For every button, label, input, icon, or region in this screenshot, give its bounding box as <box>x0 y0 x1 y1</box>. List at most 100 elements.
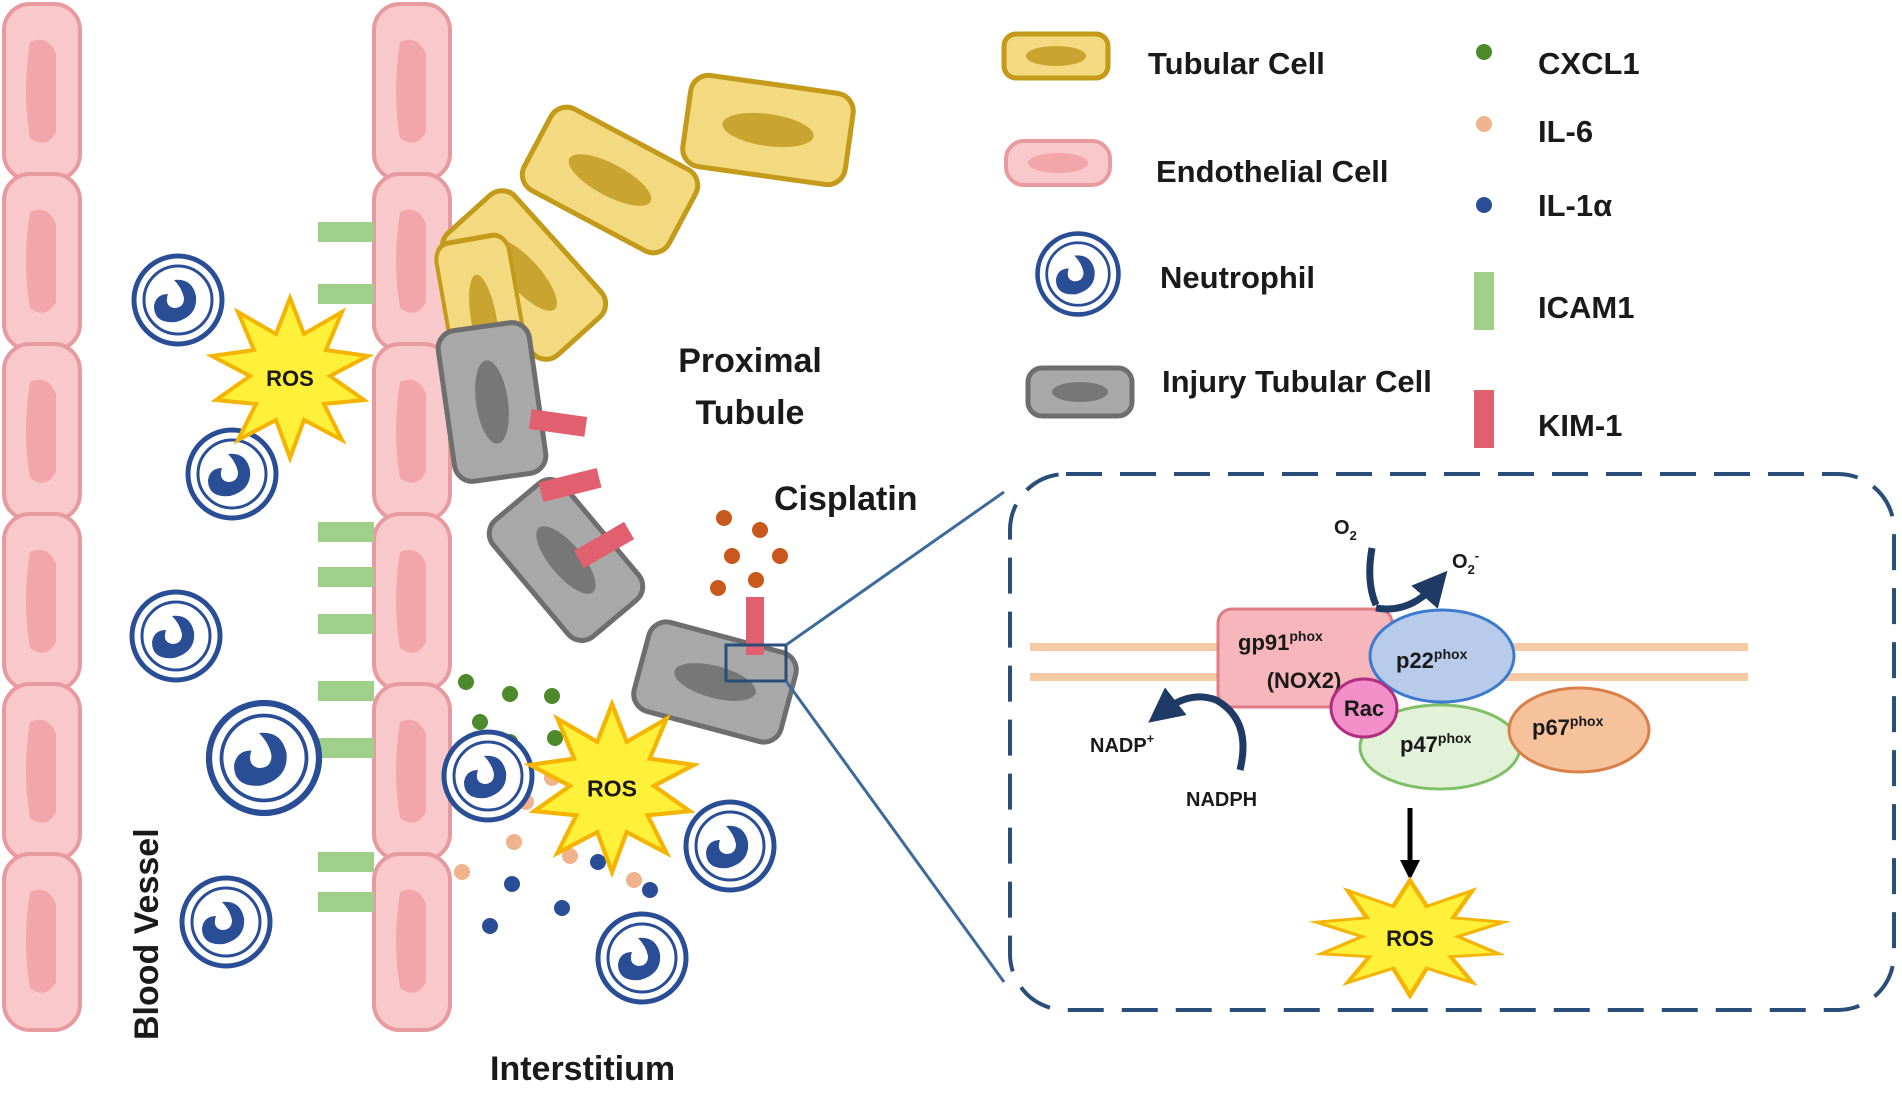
legend-injury-tubular-cell: Injury Tubular Cell <box>1162 364 1432 399</box>
legend-il6: IL-6 <box>1538 114 1593 149</box>
il6-dot <box>454 864 470 880</box>
legend-neutrophil: Neutrophil <box>1160 260 1315 295</box>
kim1-marker <box>573 521 635 569</box>
cxcl1-dot <box>472 714 488 730</box>
nadph-label: NADPH <box>1186 789 1257 811</box>
legend-il1a: IL-1α <box>1538 188 1612 223</box>
superoxide-label: O2- <box>1452 548 1479 577</box>
vessel-wall-right <box>372 2 452 1032</box>
endothelial-cell <box>2 172 82 352</box>
neutrophil <box>598 914 686 1002</box>
ros-label: ROS <box>587 775 637 801</box>
blood-vessel-label: Blood Vessel <box>128 828 166 1040</box>
p67-label: p67phox <box>1532 713 1604 740</box>
inset-frame <box>1008 472 1896 1012</box>
neutrophil <box>134 256 222 344</box>
neutrophil <box>182 878 270 966</box>
zoom-connector <box>784 680 1006 983</box>
legend-icam1: ICAM1 <box>1538 290 1634 325</box>
legend-endothelial-cell-swatch <box>1004 139 1112 187</box>
legend-cxcl1-swatch <box>1476 44 1492 60</box>
cxcl1-dot <box>544 688 560 704</box>
endothelial-cell <box>372 512 452 692</box>
zoom-box <box>724 643 788 683</box>
icam1-marker <box>318 222 374 242</box>
p47-label: p47phox <box>1400 730 1472 757</box>
injury-tubular-cell <box>436 320 548 483</box>
cxcl1-dot <box>547 730 563 746</box>
cisplatin-label: Cisplatin <box>774 480 918 518</box>
icam1-marker <box>318 892 374 912</box>
icam1-marker <box>318 614 374 634</box>
legend-il6-swatch <box>1476 116 1492 132</box>
icam1-markers <box>318 222 374 912</box>
legend-kim1-swatch <box>1474 390 1494 448</box>
il1a-dot <box>642 882 658 898</box>
icam1-marker <box>318 852 374 872</box>
nadph-arrow <box>1148 687 1247 771</box>
endothelial-cell <box>2 2 82 182</box>
cisplatin-dot <box>752 522 768 538</box>
il6-dot <box>626 872 642 888</box>
nadp-label: NADP+ <box>1090 731 1155 757</box>
rac <box>1329 677 1399 739</box>
legend-cxcl1: CXCL1 <box>1538 46 1640 81</box>
kim1-marker <box>538 468 602 502</box>
o2-out-arrow <box>1375 570 1448 613</box>
p22-label: p22phox <box>1396 646 1468 673</box>
legend-tubular-cell-swatch <box>1001 31 1111 81</box>
zoom-connector <box>785 490 1005 647</box>
il1a-dot <box>504 876 520 892</box>
ros-arrow-head <box>1400 860 1420 880</box>
legend-tubular-cell: Tubular Cell <box>1148 46 1325 81</box>
kim1-marker <box>746 597 764 655</box>
gp91-label: gp91phox <box>1238 628 1323 655</box>
p22phox <box>1368 608 1516 704</box>
rac-label: Rac <box>1344 696 1384 721</box>
p67phox <box>1507 686 1651 774</box>
icam1-marker <box>318 567 374 587</box>
legend-kim1: KIM-1 <box>1538 408 1622 443</box>
endothelial-cell <box>372 682 452 862</box>
neutrophil <box>444 732 532 820</box>
il6-dot <box>506 834 522 850</box>
ros-burst: ROS <box>530 704 694 872</box>
endothelial-cell <box>2 342 82 522</box>
il1a-dot <box>482 918 498 934</box>
proximal-tubule-label-line2: Tubule <box>696 394 805 432</box>
cisplatin-dot <box>710 580 726 596</box>
cisplatin-dot <box>772 548 788 564</box>
neutrophil <box>132 592 220 680</box>
legend-icam1-swatch <box>1474 272 1494 330</box>
ros-burst: ROS <box>210 296 370 460</box>
endothelial-cell <box>2 852 82 1032</box>
ros-label: ROS <box>266 366 314 391</box>
neutrophil <box>209 703 319 813</box>
legend-il1a-swatch <box>1476 197 1492 213</box>
legend-neutrophil-swatch <box>1038 234 1119 315</box>
neutrophil <box>686 802 774 890</box>
cxcl1-dot <box>458 674 474 690</box>
nox2-label: (NOX2) <box>1267 668 1342 693</box>
icam1-marker <box>318 284 374 304</box>
ros-label: ROS <box>1386 926 1434 951</box>
icam1-marker <box>318 681 374 701</box>
cisplatin-dot <box>748 572 764 588</box>
cxcl1-dot <box>502 686 518 702</box>
endothelial-cell <box>2 682 82 862</box>
injury-tubular-cell <box>482 472 650 648</box>
endothelial-cell <box>372 852 452 1032</box>
il6-dot <box>562 848 578 864</box>
il1a-dot <box>554 900 570 916</box>
vessel-wall-left <box>2 2 82 1032</box>
kim1-markers <box>528 409 764 655</box>
o2-label: O2 <box>1334 517 1357 543</box>
endothelial-cell <box>372 2 452 182</box>
neutrophil <box>188 430 276 518</box>
legend-injury-tubular-cell-swatch <box>1025 365 1135 419</box>
icam1-marker <box>318 738 374 758</box>
legend: Tubular Cell Endothelial Cell Neutrophil… <box>1001 31 1640 448</box>
kim1-marker <box>528 409 588 437</box>
legend-endothelial-cell: Endothelial Cell <box>1156 154 1389 189</box>
